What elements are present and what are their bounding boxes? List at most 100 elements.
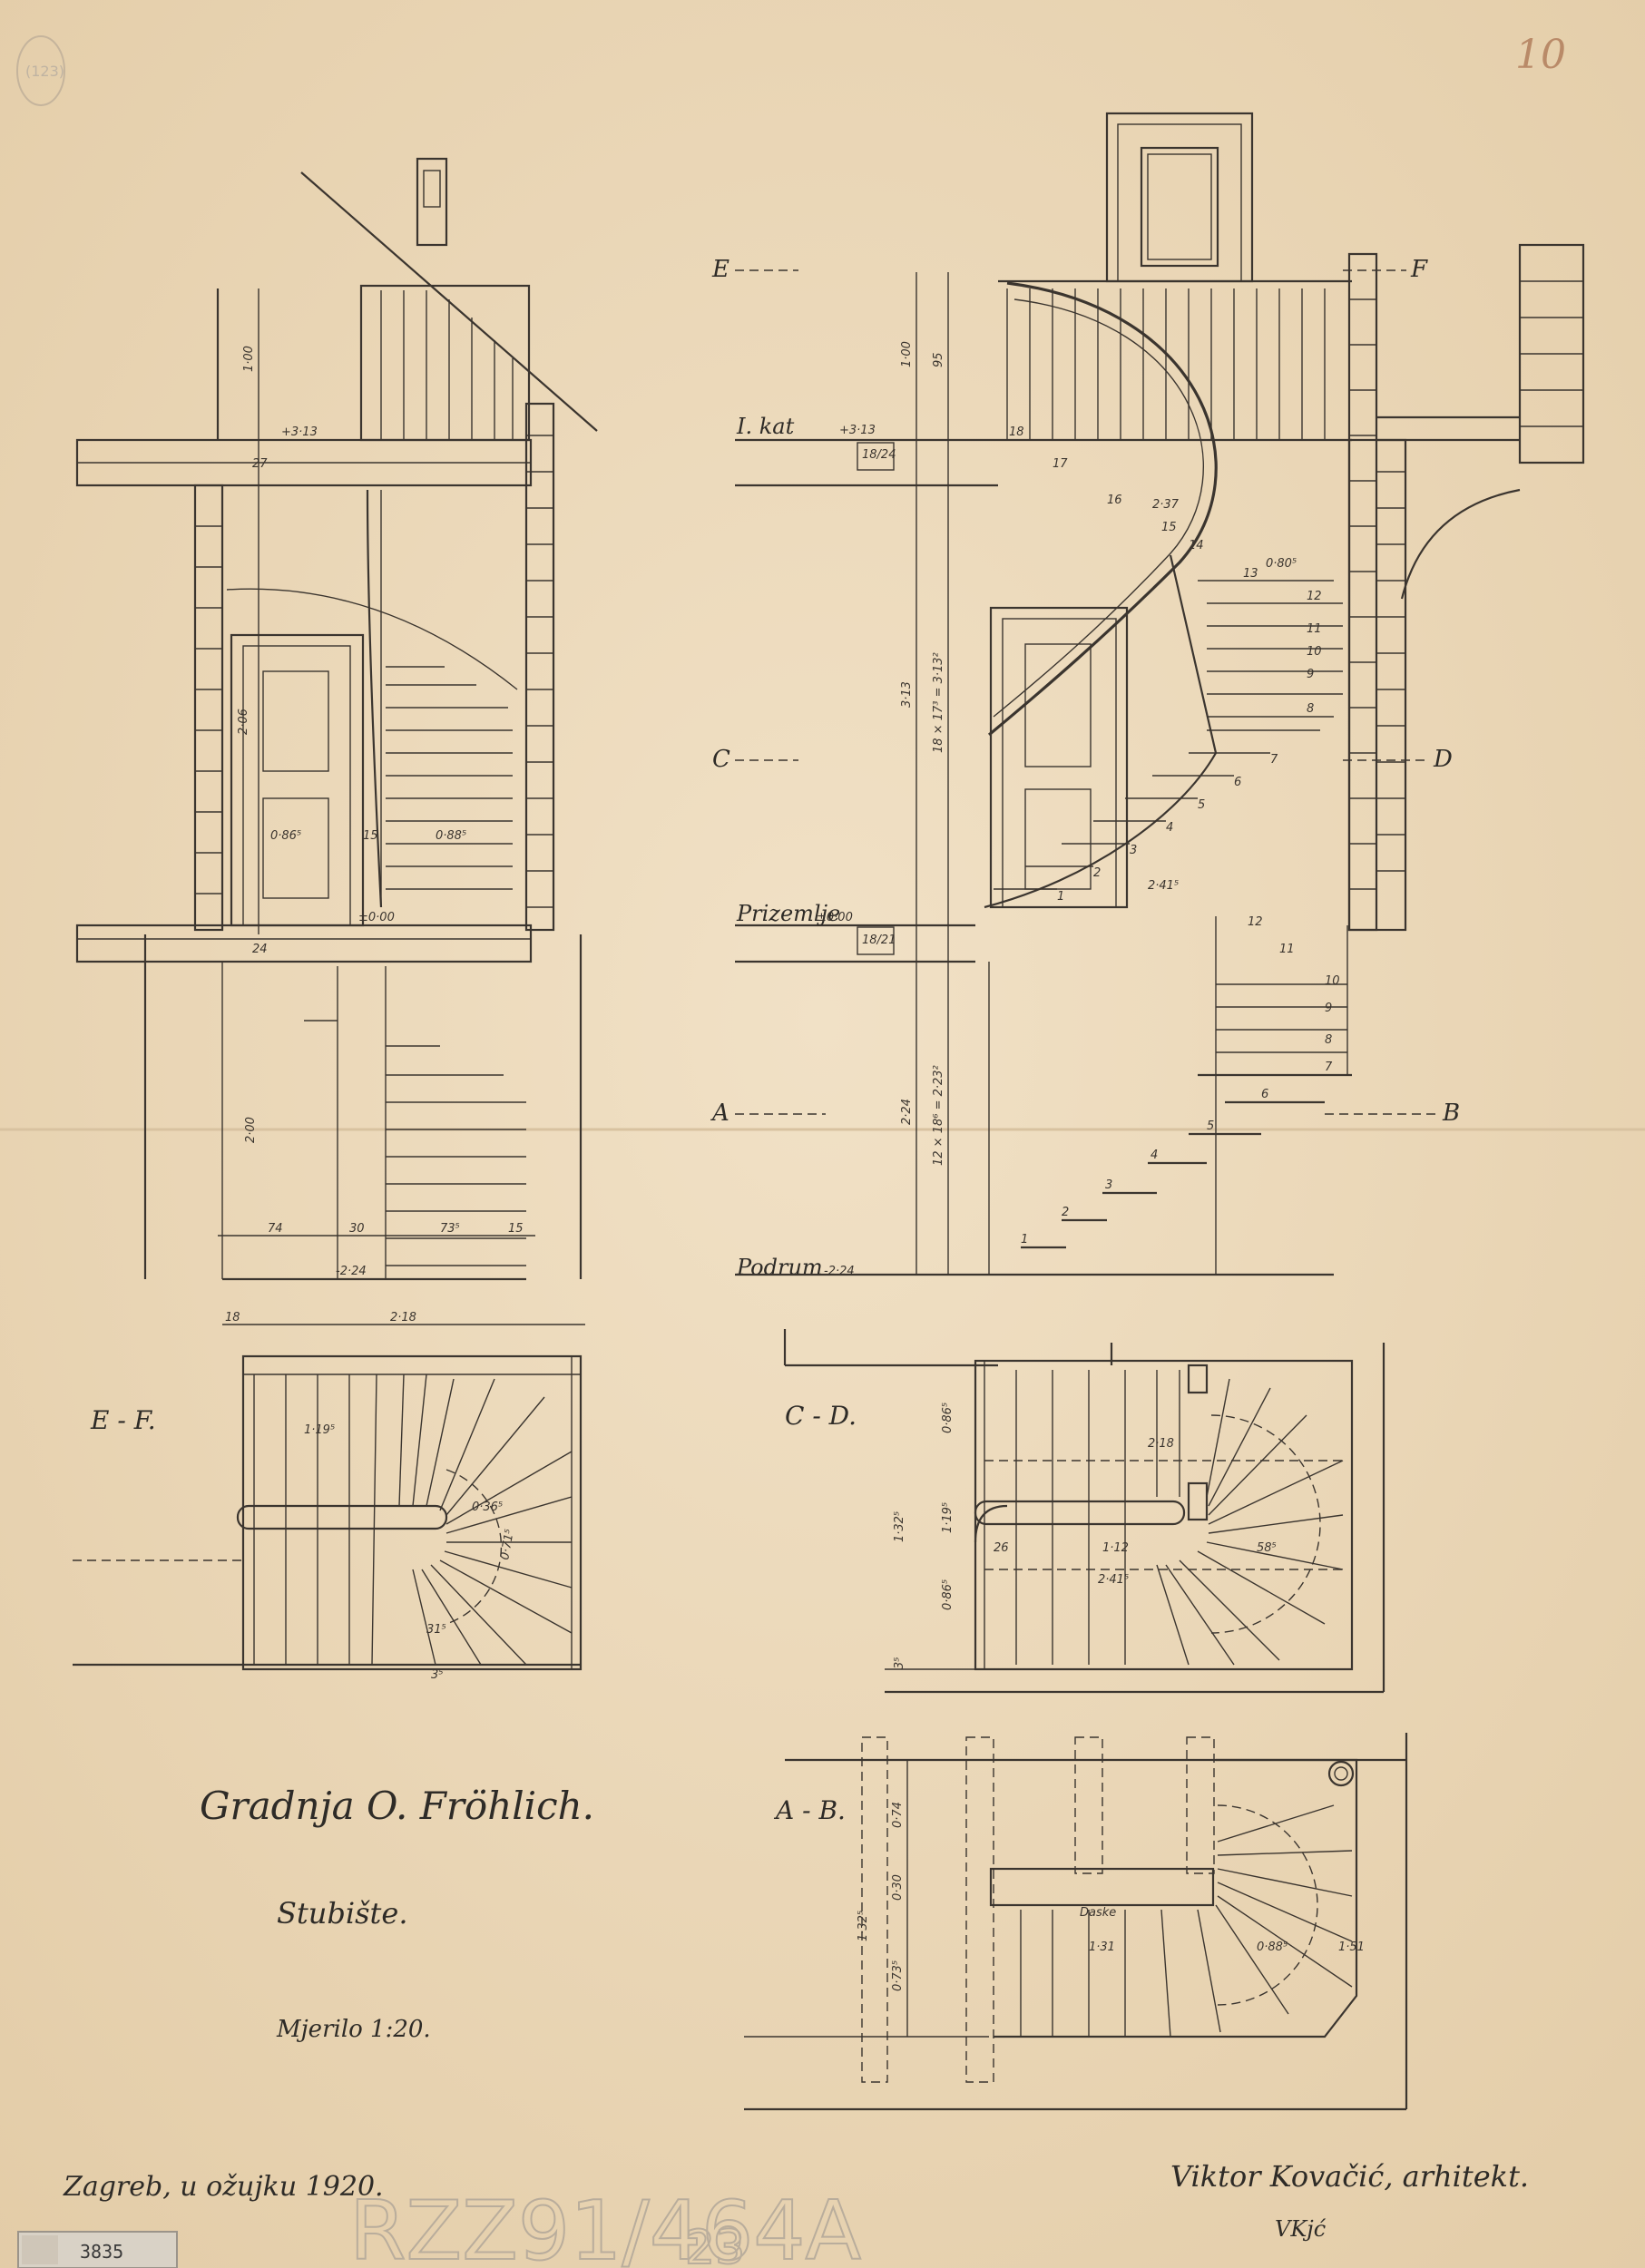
corner-mark: (123) <box>16 35 65 106</box>
cd-dim-086b: 0·86⁵ <box>941 1579 955 1610</box>
level-first-floor-label: I. kat <box>736 414 795 439</box>
door-width-dim: 0·86⁵ <box>270 829 301 843</box>
step-5: 5 <box>1198 798 1205 812</box>
level-basement-value: -2·24 <box>824 1265 855 1278</box>
cut-mark-c: C <box>712 746 730 773</box>
step-9: 9 <box>1307 668 1314 681</box>
stair-width-dim: 0·88⁵ <box>436 829 466 843</box>
rail-upper-dim: 95 <box>932 352 945 367</box>
step-17: 17 <box>1053 457 1068 471</box>
lower-step-1: 1 <box>1021 1233 1028 1246</box>
ef-dim-119: 1·19⁵ <box>304 1423 335 1437</box>
lower-step-11: 11 <box>1279 943 1295 956</box>
level-first-floor-value: +3·13 <box>839 424 876 437</box>
ab-dim-132: 1·32⁵ <box>857 1911 870 1941</box>
step-16: 16 <box>1107 494 1122 507</box>
upper-run-dim: 18 × 17³ = 3·13² <box>932 652 945 753</box>
plan-e-f: E - F. 18 2·18 1·19⁵ 0·36⁵ 0·71⁵ 31⁵ 3⁵ <box>73 1311 585 1682</box>
ab-dim-074: 0·74 <box>891 1802 905 1828</box>
plan-c-d: C - D. 2·18 0·86⁵ 0·86⁵ 1·19⁵ 2·41⁵ <box>783 1329 1386 1694</box>
beam-lower-dim: 18/21 <box>862 934 896 947</box>
cd-dim-26: 26 <box>994 1541 1009 1555</box>
lower-step-6: 6 <box>1261 1088 1268 1101</box>
dim-74: 74 <box>268 1222 283 1236</box>
rise-dim: 2·37 <box>1152 498 1180 512</box>
ab-dim-088: 0·88⁵ <box>1257 1941 1288 1954</box>
cd-dim-241: 2·41⁵ <box>1098 1573 1129 1587</box>
cut-mark-f: F <box>1410 256 1428 283</box>
planks-note: Daske <box>1080 1906 1116 1920</box>
drawing-subject: Stubište. <box>277 1896 408 1931</box>
plan-e-f-label: E - F. <box>90 1405 156 1435</box>
step-4: 4 <box>1166 821 1173 835</box>
level-basement-label: Podrum <box>736 1255 823 1280</box>
basement-dim: 2·24 <box>900 1099 914 1125</box>
cd-dim-112: 1·12 <box>1102 1541 1129 1555</box>
lower-run-dim: 12 × 18⁶ = 2·23² <box>932 1065 945 1166</box>
step-11: 11 <box>1307 622 1322 636</box>
ab-dim-151: 1·51 <box>1338 1941 1365 1954</box>
cut-mark-d: D <box>1433 746 1453 773</box>
svg-text:(123): (123) <box>25 63 64 80</box>
stamp-number: 3835 <box>80 2241 123 2263</box>
pencil-index: 23 <box>685 2221 745 2268</box>
cut-mark-a: A <box>710 1100 729 1127</box>
cd-dim-218: 2·18 <box>1148 1437 1174 1451</box>
cd-dim-132: 1·32⁵ <box>893 1511 906 1542</box>
architect-signature: VKjć <box>1275 2216 1327 2242</box>
plan-a-b: A - B. Daske 0·74 0·30 0·73⁵ 1·32⁵ 1·31 … <box>744 1733 1408 2111</box>
title-block: Gradnja O. Fröhlich. Stubište. Mjerilo 1… <box>200 1784 594 2043</box>
dim-30: 30 <box>349 1222 365 1236</box>
drawing-scale: Mjerilo 1:20. <box>276 2016 431 2043</box>
lower-step-7: 7 <box>1325 1061 1333 1074</box>
lower-step-2: 2 <box>1062 1206 1069 1219</box>
side-elevation: +3·13 2·06 0·86⁵ <box>75 157 598 1281</box>
pencil-signature: RZZ91/464A <box>349 2184 861 2268</box>
lower-step-12: 12 <box>1248 915 1263 929</box>
step-8: 8 <box>1307 702 1314 716</box>
step-6: 6 <box>1234 776 1241 789</box>
total-height-dim: 3·13 <box>900 681 914 708</box>
lower-step-9: 9 <box>1325 1002 1332 1015</box>
lower-step-3: 3 <box>1105 1178 1112 1192</box>
ef-dim-31: 31⁵ <box>426 1623 446 1637</box>
step-14: 14 <box>1189 539 1204 552</box>
side-level-top: +3·13 <box>281 425 318 439</box>
plan-c-d-label: C - D. <box>785 1401 857 1431</box>
cut-mark-e: E <box>711 256 729 283</box>
lower-step-5: 5 <box>1207 1119 1214 1133</box>
side-level-bottom: -2·24 <box>336 1265 367 1278</box>
step-3: 3 <box>1130 844 1137 857</box>
place-date: Zagreb, u ožujku 1920. <box>63 2171 384 2203</box>
width-080-dim: 0·80⁵ <box>1266 557 1297 571</box>
step-12: 12 <box>1307 590 1322 603</box>
width-241-dim: 2·41⁵ <box>1148 879 1179 893</box>
sheet-number: 10 <box>1515 32 1566 78</box>
cd-dim-119: 1·19⁵ <box>941 1502 955 1533</box>
span-dim: 2·18 <box>390 1311 416 1325</box>
plan-a-b-label: A - B. <box>773 1795 846 1825</box>
side-level-mid: ±0·00 <box>358 911 395 924</box>
cut-mark-b: B <box>1442 1100 1460 1127</box>
ef-dim-036: 0·36⁵ <box>472 1501 503 1514</box>
lower-step-10: 10 <box>1325 974 1340 988</box>
architect-name: Viktor Kovačić, arhitekt. <box>1170 2159 1529 2194</box>
railing-height-dim: 1·00 <box>900 341 914 367</box>
step-1: 1 <box>1057 890 1064 904</box>
cd-dim-58: 58⁵ <box>1257 1541 1277 1555</box>
step-15: 15 <box>1161 521 1177 534</box>
ab-dim-131: 1·31 <box>1089 1941 1115 1954</box>
dim-73: 73⁵ <box>440 1222 460 1236</box>
dim-15: 15 <box>508 1222 524 1236</box>
side-slab-dim: 24 <box>252 943 268 956</box>
step-18: 18 <box>1009 425 1024 439</box>
side-railing-dim: 1·00 <box>242 346 256 372</box>
stair-section: 18/24 18/21 I. kat +3·13 Prizemlje ±0·00… <box>710 112 1585 1280</box>
gap-dim: 15 <box>363 829 378 843</box>
step-13: 13 <box>1243 567 1258 581</box>
archive-stamp: 3835 <box>17 2231 178 2268</box>
post-dim: 18 <box>225 1311 240 1325</box>
door-height-dim: 2·06 <box>237 709 250 735</box>
